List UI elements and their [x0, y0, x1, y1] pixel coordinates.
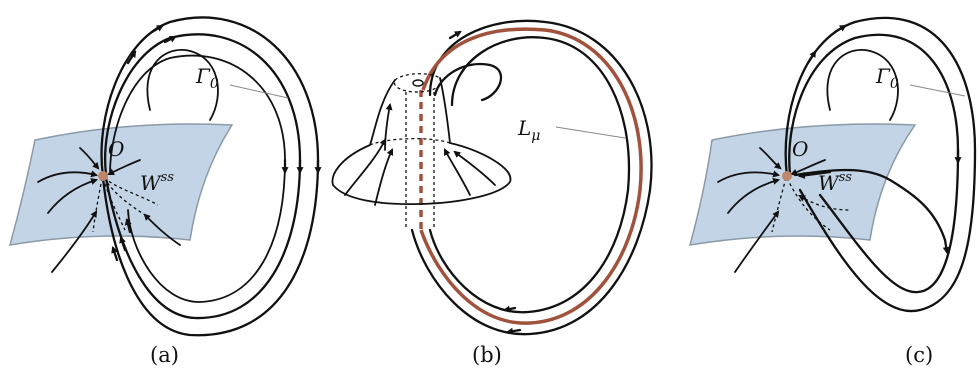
flow-line — [734, 210, 780, 273]
cycle-label: Lμ — [517, 116, 540, 144]
arrow — [448, 30, 462, 40]
stable-manifold-sheet — [8, 123, 234, 246]
flow-line — [790, 159, 826, 176]
flow-line — [143, 213, 181, 246]
leader-line — [229, 84, 289, 99]
homoclinic-orbit — [788, 33, 960, 294]
arrow — [150, 24, 164, 34]
twisted-orbit — [793, 168, 947, 242]
arrow — [502, 305, 517, 313]
panel-caption: (a) — [150, 343, 179, 367]
arrow — [163, 35, 177, 44]
flow-line — [727, 177, 781, 214]
flow-line — [374, 148, 394, 206]
panel-caption: (c) — [905, 343, 933, 367]
limit-cycle — [419, 27, 643, 325]
cone-hidden-tube — [405, 92, 435, 230]
leader-line — [909, 84, 966, 97]
arrow — [126, 50, 137, 65]
cone-hidden-edge — [369, 138, 451, 146]
hidden-flow-line — [798, 194, 851, 211]
equilibrium-point — [782, 171, 792, 181]
flow-line — [37, 170, 99, 183]
arrow — [111, 246, 119, 262]
flow-line — [51, 210, 98, 273]
flow-line — [384, 102, 393, 151]
cone-hole — [412, 79, 424, 87]
flow-line — [79, 147, 100, 170]
inner-hook — [146, 49, 219, 121]
arrow — [119, 236, 127, 252]
panel-b: Lμ (b) — [331, 19, 653, 367]
arrow — [124, 217, 132, 234]
arrow — [942, 238, 950, 255]
arrow — [505, 327, 522, 335]
arrow — [806, 50, 817, 65]
cone-orbit — [433, 62, 502, 102]
flow-line — [444, 148, 471, 196]
manifold-label: Wss — [140, 170, 174, 195]
hidden-flow-line — [103, 177, 159, 206]
arrow — [833, 24, 847, 34]
panel-a: O Wss Γ0 (a) — [8, 16, 322, 367]
flow-line — [717, 170, 781, 183]
arrow — [797, 170, 832, 179]
equilibrium-point — [98, 171, 108, 181]
flow-line — [759, 147, 782, 170]
stable-manifold-sheet — [688, 123, 917, 246]
origin-label: O — [108, 137, 124, 161]
leader-line — [555, 126, 626, 139]
panel-caption: (b) — [472, 343, 502, 367]
panel-c: O Wss Γ0 (c) — [688, 16, 977, 367]
flow-line — [453, 150, 496, 186]
gamma-label: Γ0 — [195, 64, 219, 92]
hidden-flow-line — [786, 177, 831, 231]
inner-cycle — [428, 36, 631, 314]
inner-hook — [826, 49, 899, 121]
gamma-label: Γ0 — [875, 64, 899, 92]
origin-label: O — [792, 137, 808, 161]
hidden-flow-line — [102, 177, 126, 231]
manifold-label: Wss — [818, 170, 852, 195]
cone-surface — [331, 77, 512, 206]
hidden-flow-line — [92, 177, 103, 233]
flow-line — [107, 159, 141, 175]
cone-rim — [393, 73, 442, 93]
flow-line — [47, 178, 99, 214]
flow-line — [344, 138, 386, 196]
outer-cycle — [410, 19, 653, 336]
